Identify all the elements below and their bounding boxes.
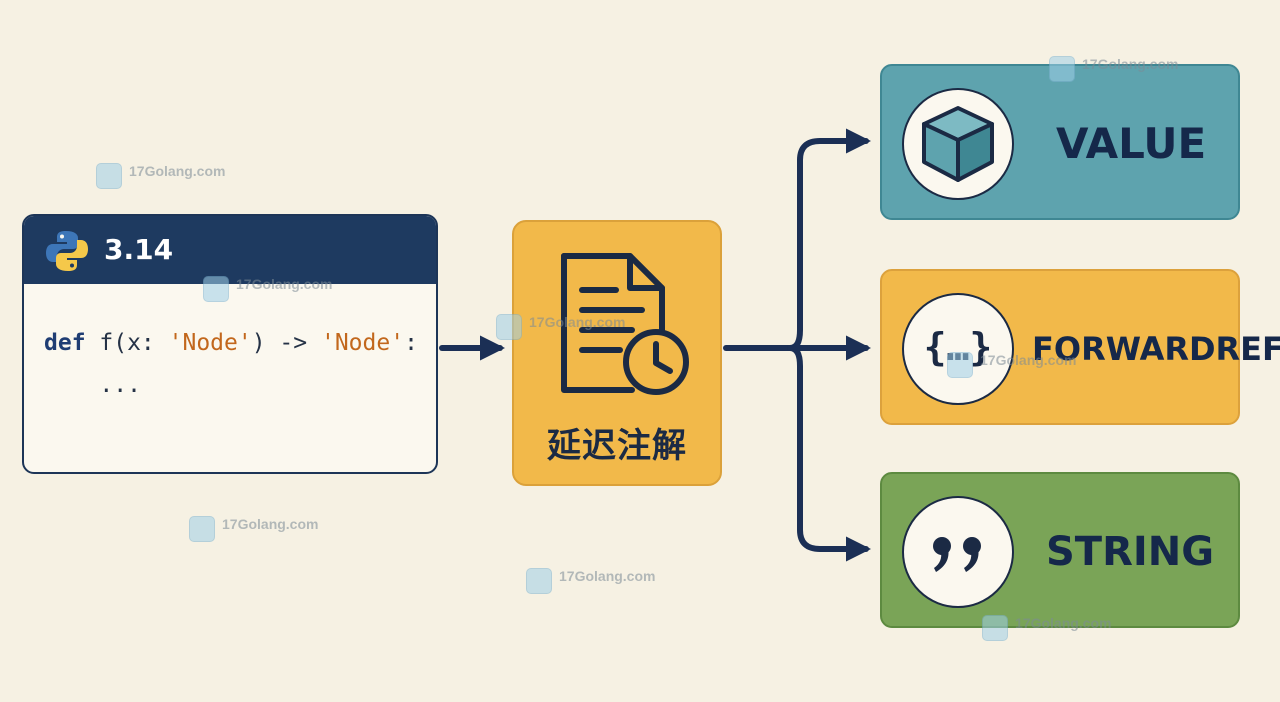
value-label: VALUE	[1056, 119, 1207, 168]
deferred-annotation-label: 延迟注解	[547, 426, 687, 466]
deferred-annotation-card: 延迟注解	[512, 220, 722, 486]
python-logo-icon	[46, 231, 88, 271]
python-version: 3.14	[104, 233, 174, 266]
braces-icon: {…}	[923, 325, 993, 369]
value-format-card: VALUE	[880, 64, 1240, 220]
quote-icon	[933, 537, 981, 572]
value-icon-circle	[902, 88, 1014, 200]
code-text: f(x:	[85, 330, 169, 356]
string-format-card: STRING	[880, 472, 1240, 628]
code-header: 3.14	[24, 216, 436, 284]
string-label: STRING	[1046, 529, 1215, 575]
string-icon-circle	[902, 496, 1014, 608]
code-line-1: def f(x: 'Node') -> 'Node':	[44, 322, 430, 364]
code-keyword: def	[44, 330, 86, 356]
arrow-to-string	[787, 345, 872, 562]
code-panel: 3.14 def f(x: 'Node') -> 'Node': ...	[22, 214, 438, 474]
forwardref-label: FORWARDREF	[1032, 330, 1280, 368]
code-string: 'Node'	[168, 330, 252, 356]
code-string: 'Node'	[320, 330, 405, 356]
arrow-to-value	[787, 128, 872, 351]
document-clock-icon	[561, 253, 689, 395]
forwardref-icon-circle: {…}	[902, 293, 1014, 405]
code-snippet: def f(x: 'Node') -> 'Node': ...	[44, 322, 430, 406]
code-text: ) ->	[251, 330, 321, 356]
code-line-2: ...	[44, 372, 141, 398]
forwardref-format-card: {…} FORWARDREF	[880, 269, 1280, 425]
code-text: :	[404, 330, 418, 356]
cube-icon	[922, 106, 994, 182]
